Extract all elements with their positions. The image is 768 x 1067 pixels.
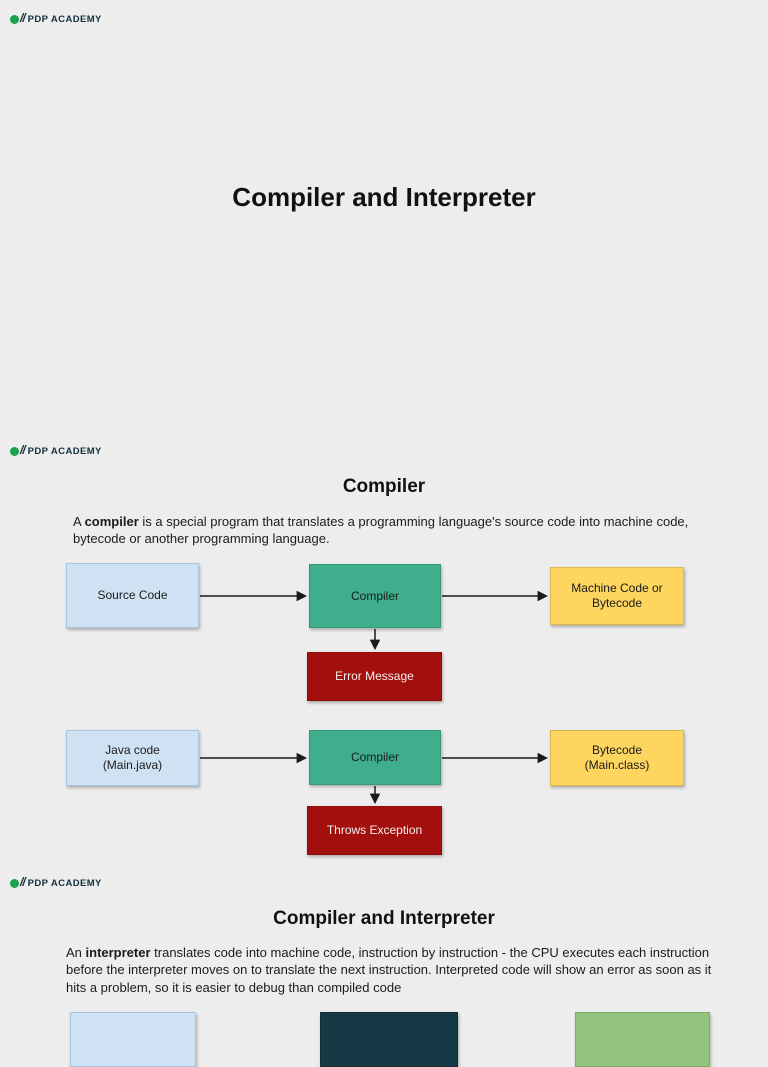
compiler-description: A compiler is a special program that tra… bbox=[73, 514, 689, 547]
diagram-box-bytecode: Bytecode (Main.class) bbox=[550, 730, 684, 786]
diagram-box-partial-blue bbox=[70, 1012, 196, 1067]
brand-logo: // PDP ACADEMY bbox=[10, 11, 102, 25]
logo-dot-icon bbox=[10, 446, 19, 456]
slide-title: // PDP ACADEMY Compiler and Interpreter bbox=[0, 0, 768, 432]
brand-name: PDP ACADEMY bbox=[27, 13, 102, 25]
logo-slashes-icon: // bbox=[20, 875, 26, 889]
diagram-box-compiler: Compiler bbox=[309, 730, 441, 785]
diagram-box-compiler: Compiler bbox=[309, 564, 441, 628]
logo-dot-icon bbox=[10, 14, 19, 24]
section-heading-compiler: Compiler bbox=[342, 476, 426, 497]
section-heading-compiler-interpreter: Compiler and Interpreter bbox=[273, 908, 495, 929]
interpreter-description: An interpreter translates code into mach… bbox=[66, 945, 712, 995]
diagram-box-error-message: Error Message bbox=[307, 652, 442, 701]
brand-name: PDP ACADEMY bbox=[27, 877, 102, 889]
logo-dot-icon bbox=[10, 878, 19, 888]
logo-slashes-icon: // bbox=[20, 11, 26, 25]
diagram-box-throws-exception: Throws Exception bbox=[307, 806, 442, 855]
logo-slashes-icon: // bbox=[20, 443, 26, 457]
slide-compiler-and-interpreter: // PDP ACADEMY Compiler and Interpreter … bbox=[0, 864, 768, 1067]
brand-name: PDP ACADEMY bbox=[27, 445, 102, 457]
page-title: Compiler and Interpreter bbox=[232, 182, 536, 212]
slide-compiler: // PDP ACADEMY Compiler A compiler is a … bbox=[0, 432, 768, 864]
diagram-box-machine-code: Machine Code or Bytecode bbox=[550, 567, 684, 625]
diagram-box-partial-green bbox=[575, 1012, 710, 1067]
brand-logo: // PDP ACADEMY bbox=[10, 875, 102, 889]
diagram-box-partial-teal bbox=[320, 1012, 458, 1067]
diagram-box-java-code: Java code (Main.java) bbox=[66, 730, 199, 786]
diagram-box-source-code: Source Code bbox=[66, 563, 199, 628]
brand-logo: // PDP ACADEMY bbox=[10, 443, 102, 457]
